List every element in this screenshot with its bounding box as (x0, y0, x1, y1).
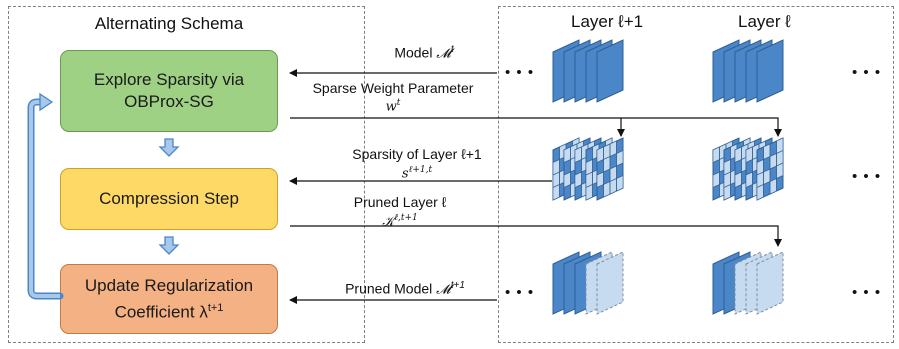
layer-pruned-plane-5 (756, 251, 784, 315)
sparsity-label: Sparsity of Layer ℓ+1 (352, 146, 482, 162)
layers-panel (498, 6, 894, 343)
alternating-schema-panel (8, 6, 365, 343)
ellipsis-right-bottom: • • • (852, 284, 882, 301)
pruned-layer-label: Pruned Layer ℓ (353, 194, 447, 210)
layer-next-sparse-plane-5 (596, 137, 624, 201)
layer-sparse-plane-5 (756, 137, 784, 201)
update-line2: Coefficient λ (114, 302, 208, 322)
loop-arrow-fill (29, 100, 60, 298)
pruned-model-label: Pruned Model 𝓜t+1 (345, 280, 465, 298)
update-regularization-step: Update Regularization Coefficient λt+1 (60, 264, 278, 334)
loop-arrow-head (39, 92, 54, 112)
layer-dense-plane-5 (756, 39, 784, 103)
model-sup: t (450, 44, 454, 55)
ellipsis-right-middle: • • • (852, 168, 882, 185)
sparse-weight-label: Sparse Weight Parameter (312, 80, 474, 96)
compression-step: Compression Step (60, 168, 278, 230)
alternating-schema-title: Alternating Schema (94, 14, 244, 33)
explore-line1: Explore Sparsity via (93, 70, 245, 89)
flow-down-arrow-2 (158, 236, 180, 255)
ellipsis-left-bottom: • • • (505, 284, 535, 301)
update-line1: Update Regularization (84, 275, 254, 295)
layer-next-title: Layer ℓ+1 (571, 12, 644, 31)
explore-sparsity-step: Explore Sparsity via OBProx-SG (60, 50, 278, 132)
layer-next-dense-plane-5 (596, 39, 624, 103)
model-label: Model 𝓜t (394, 44, 454, 62)
layer-title: Layer ℓ (738, 12, 791, 31)
loop-arrow-body (27, 98, 64, 300)
model-math: 𝓜 (436, 46, 451, 62)
sparse-weight-arrow (290, 117, 782, 137)
pruned-layer-arrow (290, 225, 782, 247)
flow-down-arrow-1 (158, 138, 180, 157)
lambda-superscript: t+1 (207, 301, 224, 314)
layer-next-pruned-plane-5 (596, 251, 624, 315)
ellipsis-left-top: • • • (505, 64, 535, 81)
explore-line2: OBProx-SG (124, 92, 214, 111)
sparse-weight-math: wt (385, 98, 401, 115)
sparsity-math: sℓ+1,t (401, 165, 433, 182)
compression-label: Compression Step (99, 189, 239, 208)
ellipsis-right-top: • • • (852, 64, 882, 81)
